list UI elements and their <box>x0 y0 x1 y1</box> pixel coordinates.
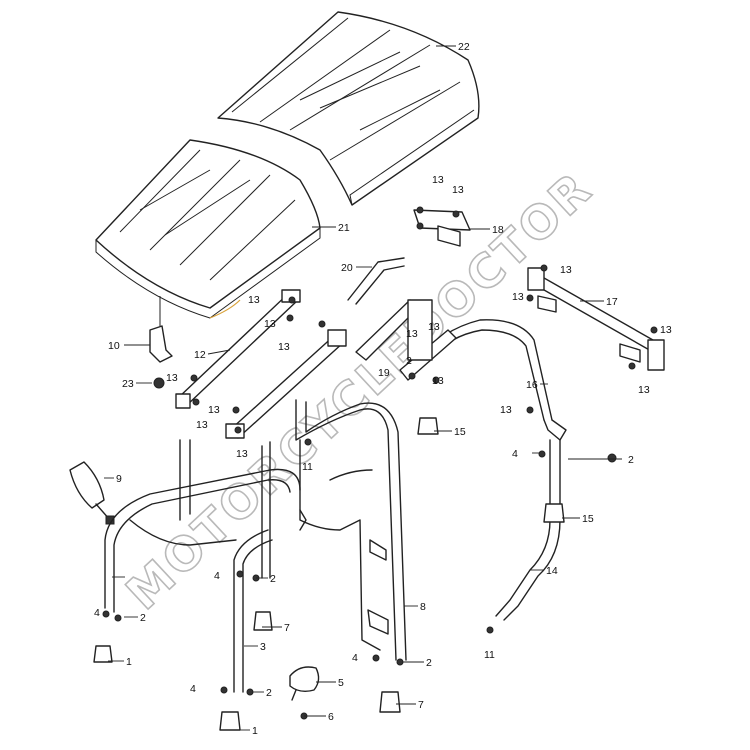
callout-20: 20 <box>341 262 353 274</box>
callout-13-f: 13 <box>208 404 220 416</box>
callout-5: 5 <box>338 677 344 689</box>
bracket-20 <box>347 257 405 305</box>
bracket-10 <box>149 296 173 363</box>
foot-1-right <box>219 711 241 731</box>
roll-bar-rear <box>295 399 407 661</box>
bar-14 <box>495 439 561 621</box>
callout-10: 10 <box>108 340 120 352</box>
callout-7-mid: 7 <box>284 622 290 634</box>
callout-13-i: 13 <box>452 184 464 196</box>
callout-17: 17 <box>606 296 618 308</box>
cap-15-upper <box>417 417 439 435</box>
callout-13-a: 13 <box>248 294 260 306</box>
callout-14: 14 <box>546 565 558 577</box>
fasteners <box>102 206 658 720</box>
callout-3: 3 <box>260 641 266 653</box>
bracket-17 <box>527 267 665 371</box>
callout-18: 18 <box>492 224 504 236</box>
callout-4-a: 4 <box>94 607 100 619</box>
mirror-5 <box>289 666 320 701</box>
callout-13-l: 13 <box>660 324 672 336</box>
callout-2-c: 2 <box>266 687 272 699</box>
callout-2-b: 2 <box>270 573 276 585</box>
bracket-18 <box>413 209 471 247</box>
callout-13-e: 13 <box>196 419 208 431</box>
callout-2-d: 2 <box>426 657 432 669</box>
callout-1-right: 1 <box>252 725 258 737</box>
callout-8: 8 <box>420 601 426 613</box>
callout-11-mid: 11 <box>302 461 313 473</box>
mirror-9 <box>69 461 115 525</box>
callout-4-e: 4 <box>512 448 518 460</box>
callout-4-c: 4 <box>190 683 196 695</box>
callout-13-b: 13 <box>264 318 276 330</box>
cap-15-lower <box>543 503 565 523</box>
callout-1-left: 1 <box>126 656 132 668</box>
callout-13-o: 13 <box>432 375 444 387</box>
callout-4-d: 4 <box>352 652 358 664</box>
callout-13-c: 13 <box>278 341 290 353</box>
callout-15-upper: 15 <box>454 426 466 438</box>
callout-labels: 22 21 20 18 17 16 15 15 14 12 10 23 19 9… <box>94 41 672 737</box>
callout-13-n: 13 <box>500 404 512 416</box>
callout-2-f: 2 <box>406 355 412 367</box>
foot-1-left <box>93 645 113 663</box>
callout-13-p: 13 <box>428 321 440 333</box>
roll-bar-front <box>104 439 301 693</box>
callout-13-d: 13 <box>166 372 178 384</box>
callout-6: 6 <box>328 711 334 723</box>
cross-bar-12 <box>175 289 301 409</box>
callout-16: 16 <box>526 379 538 391</box>
callout-13-j: 13 <box>560 264 572 276</box>
callout-9: 9 <box>116 473 122 485</box>
foot-7-mid <box>253 611 273 631</box>
callout-2-e: 2 <box>628 454 634 466</box>
callout-13-g: 13 <box>236 448 248 460</box>
foot-7-rear <box>379 691 401 713</box>
callout-4-b: 4 <box>214 570 220 582</box>
callout-22: 22 <box>458 41 470 53</box>
bushing-23 <box>153 377 165 389</box>
bracket-19 <box>355 299 457 381</box>
roof-panel-front <box>95 139 321 319</box>
callout-15-lower: 15 <box>582 513 594 525</box>
callout-13-h: 13 <box>432 174 444 186</box>
callout-11-rear: 11 <box>484 649 495 661</box>
callout-13-q: 13 <box>406 328 418 340</box>
callout-12: 12 <box>194 349 206 361</box>
callout-23: 23 <box>122 378 134 390</box>
callout-19: 19 <box>378 367 390 379</box>
callout-21: 21 <box>338 222 350 234</box>
leader-lines <box>104 45 622 731</box>
roof-panel-rear <box>217 11 480 206</box>
callout-13-k: 13 <box>512 291 524 303</box>
callout-2-a: 2 <box>140 612 146 624</box>
callout-7-rear: 7 <box>418 699 424 711</box>
callout-13-m: 13 <box>638 384 650 396</box>
